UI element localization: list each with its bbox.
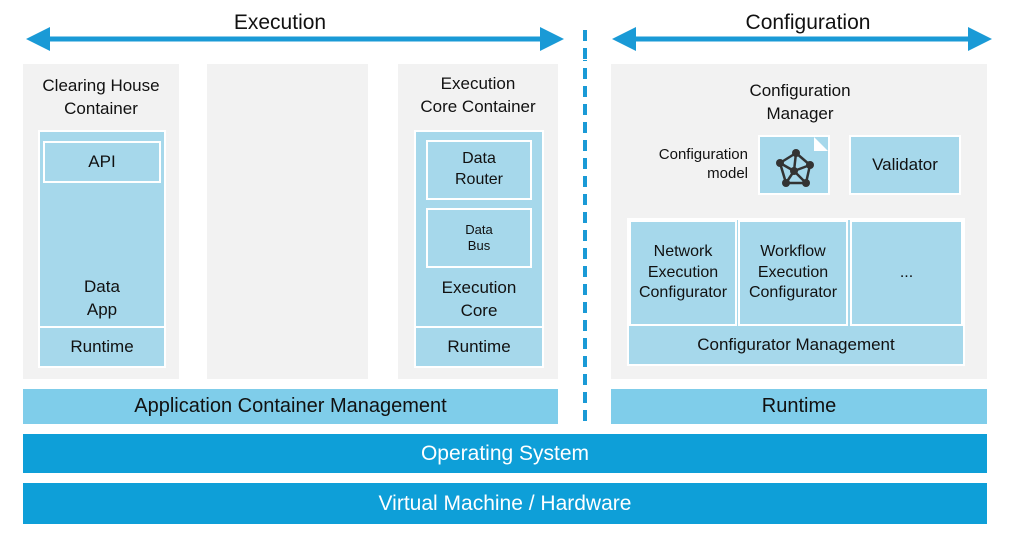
empty-container (207, 64, 368, 379)
application-container-management-layer: Application Container Management (23, 389, 558, 424)
execution-core-container-title: Execution Core Container (420, 74, 536, 116)
api-box: API (43, 141, 161, 183)
clearing-house-runtime: Runtime (38, 326, 166, 368)
configuration-manager-title: Configuration Manager (749, 81, 851, 123)
network-execution-configurator: Network Execution Configurator (629, 220, 737, 326)
network-graph-icon (776, 137, 828, 187)
section-arrows (26, 27, 992, 60)
data-router-box: Data Router (426, 140, 532, 200)
data-app-label: Data App (84, 277, 120, 319)
runtime-layer: Runtime (611, 389, 987, 424)
configuration-arrow (612, 27, 992, 51)
execution-core-runtime: Runtime (414, 326, 544, 368)
data-bus-box: Data Bus (426, 208, 532, 268)
virtual-machine-hardware-layer: Virtual Machine / Hardware (23, 483, 987, 524)
section-divider-lower (583, 60, 587, 425)
operating-system-layer: Operating System (23, 434, 987, 473)
execution-arrow (26, 27, 564, 51)
configuration-heading: Configuration (745, 11, 871, 34)
execution-heading: Execution (233, 11, 327, 34)
more-configurators: ... (850, 220, 963, 326)
execution-core-label: Execution Core (441, 278, 517, 320)
configurator-management: Configurator Management (697, 334, 895, 354)
workflow-execution-configurator: Workflow Execution Configurator (738, 220, 848, 326)
clearing-house-title: Clearing House Container (42, 76, 160, 118)
validator-box: Validator (849, 135, 961, 195)
configuration-model-label: Configuration model (658, 146, 748, 182)
